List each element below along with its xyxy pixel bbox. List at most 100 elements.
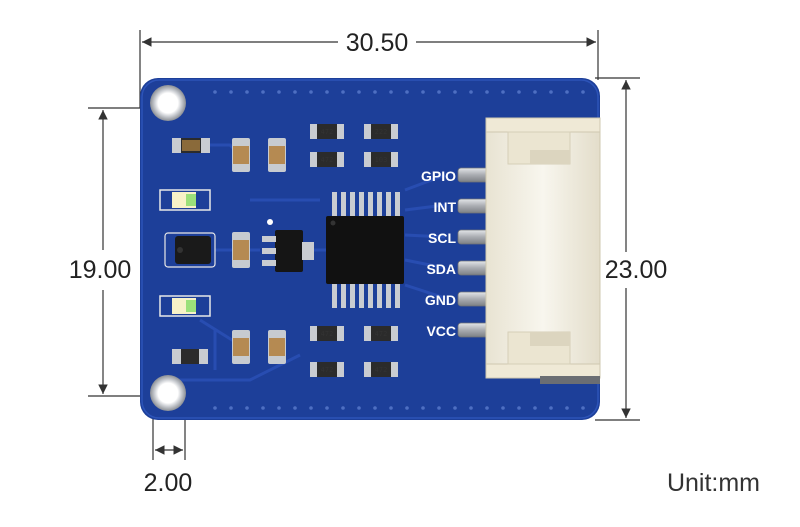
via-dot — [309, 406, 313, 410]
pin-label-gnd: GND — [425, 292, 456, 308]
via-dot — [213, 406, 217, 410]
smd-resistors: 472 222 472 103 472 — [310, 124, 398, 377]
resistor-r4: 103 — [364, 152, 398, 167]
via-dot — [357, 90, 361, 94]
via-dot — [485, 90, 489, 94]
via-dot — [213, 90, 217, 94]
pin-labels: GPIO INT SCL SDA GND VCC — [421, 168, 456, 339]
ic-pin — [368, 282, 373, 308]
ic-pin — [377, 192, 382, 218]
smd-resistor-bottom-left — [172, 349, 208, 364]
via-dot — [581, 406, 585, 410]
via-dot — [437, 406, 441, 410]
via-dot — [405, 90, 409, 94]
ic-pin — [386, 282, 391, 308]
via-dot — [229, 90, 233, 94]
resistor-r7: 472 — [310, 362, 344, 377]
hole-height-dimension-label: 19.00 — [69, 256, 132, 284]
via-dot — [261, 406, 265, 410]
smd-resistor-top-left — [172, 138, 210, 153]
resistor-r3: 472 — [310, 152, 344, 167]
ic-pin — [350, 282, 355, 308]
main-ic — [326, 192, 404, 308]
via-dot — [389, 90, 393, 94]
via-dot — [261, 90, 265, 94]
via-dot — [565, 406, 569, 410]
dimension-lines — [88, 30, 640, 460]
via-dot — [517, 406, 521, 410]
sot-regulator — [262, 219, 314, 272]
via-dot — [373, 406, 377, 410]
via-dot — [469, 90, 473, 94]
capacitors-top — [232, 138, 286, 172]
via-dot — [469, 406, 473, 410]
ic-pin — [395, 282, 400, 308]
ic-pin — [332, 192, 337, 218]
via-dot — [565, 90, 569, 94]
resistor-r3-code: 472 — [321, 156, 334, 164]
via-dot — [229, 406, 233, 410]
via-dot — [245, 90, 249, 94]
pin-label-scl: SCL — [428, 230, 456, 246]
via-dot — [357, 406, 361, 410]
capacitors-bottom — [232, 330, 286, 364]
width-dimension-label: 30.50 — [346, 29, 409, 57]
via-dot — [581, 90, 585, 94]
via-dot — [501, 90, 505, 94]
via-dot — [373, 90, 377, 94]
resistor-r1-code: 472 — [321, 128, 334, 136]
ic-pin — [368, 192, 373, 218]
resistor-r5: 472 — [310, 326, 344, 341]
resistor-r6: 472 — [364, 326, 398, 341]
via-dot — [341, 90, 345, 94]
via-dot — [325, 90, 329, 94]
pin-label-vcc: VCC — [426, 323, 456, 339]
resistor-r6-code: 472 — [375, 330, 388, 338]
outer-height-dimension-label: 23.00 — [605, 256, 668, 284]
via-dot — [437, 90, 441, 94]
via-dot — [389, 406, 393, 410]
ic-pin — [341, 282, 346, 308]
light-sensor — [164, 232, 216, 268]
resistor-r8-code: 472 — [375, 366, 388, 374]
pin-label-sda: SDA — [426, 261, 456, 277]
resistor-r2-code: 222 — [375, 128, 388, 136]
via-dot — [277, 406, 281, 410]
ic-pin — [350, 192, 355, 218]
pin-label-gpio: GPIO — [421, 168, 456, 184]
via-dot — [501, 406, 505, 410]
via-dot — [405, 406, 409, 410]
via-dot — [533, 90, 537, 94]
ic-pin — [341, 192, 346, 218]
via-dot — [421, 406, 425, 410]
via-dot — [549, 90, 553, 94]
via-dot — [325, 406, 329, 410]
via-dot — [549, 406, 553, 410]
unit-label: Unit:mm — [667, 469, 760, 497]
via-dot — [453, 406, 457, 410]
resistor-r5-code: 472 — [321, 330, 334, 338]
resistor-r4-code: 103 — [375, 156, 388, 164]
ic-pin — [377, 282, 382, 308]
capacitors-middle — [232, 232, 250, 268]
via-dot — [517, 90, 521, 94]
ic-pin — [359, 282, 364, 308]
resistor-r8: 472 — [364, 362, 398, 377]
via-dot — [421, 90, 425, 94]
via-dot — [293, 406, 297, 410]
led-bottom — [159, 295, 211, 317]
ic-pin — [332, 282, 337, 308]
via-dot — [293, 90, 297, 94]
via-dot — [245, 406, 249, 410]
pin-label-int: INT — [433, 199, 456, 215]
ic-pin — [386, 192, 391, 218]
via-dot — [485, 406, 489, 410]
pin-header-connector — [457, 117, 601, 384]
via-dot — [309, 90, 313, 94]
via-dot — [453, 90, 457, 94]
via-dot — [341, 406, 345, 410]
hole-offset-dimension-label: 2.00 — [144, 469, 193, 497]
ic-pin — [359, 192, 364, 218]
via-dot — [277, 90, 281, 94]
